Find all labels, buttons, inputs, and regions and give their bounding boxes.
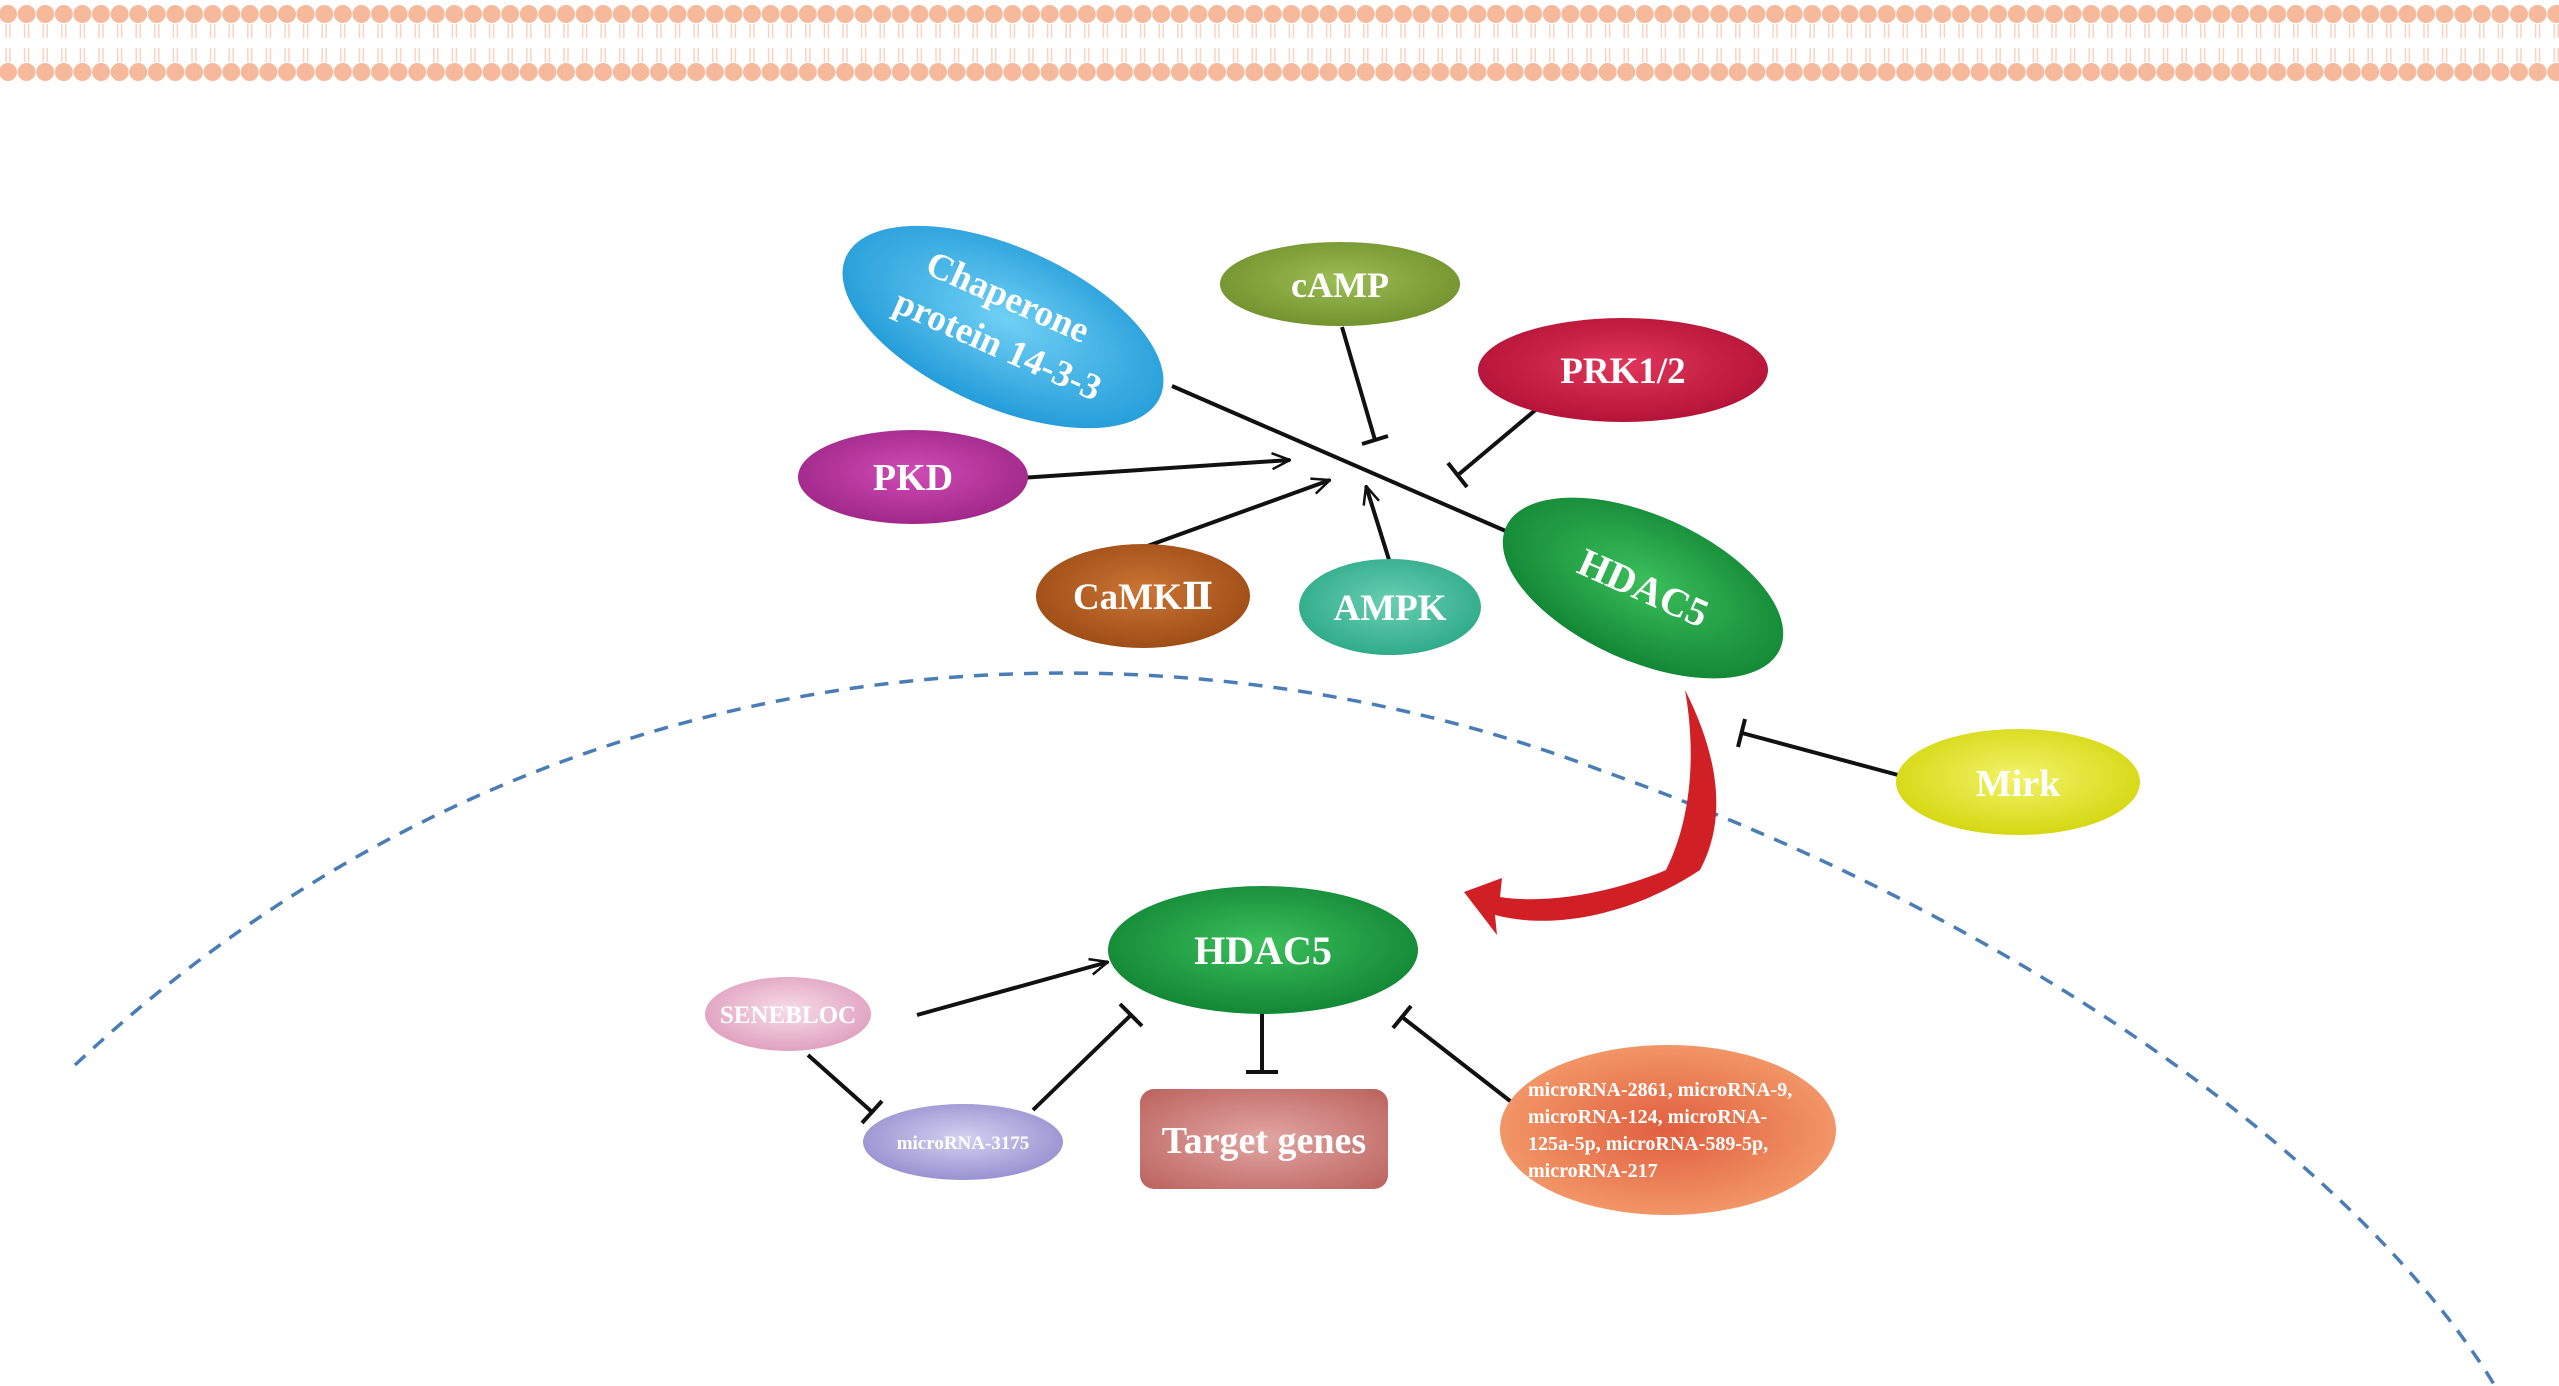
node-camk: CaMKⅡ — [1036, 544, 1250, 648]
edge-mir3175-hdac5 — [1031, 1013, 1133, 1112]
microrna-3175-label: microRNA-3175 — [897, 1133, 1030, 1154]
edge-ampk-activate — [1366, 486, 1392, 564]
translocation-arrow-curve — [1464, 870, 1700, 935]
node-senebloc: SENEBLOC — [705, 977, 871, 1051]
edge-senebloc-activate — [916, 962, 1108, 1017]
edge-camp-tbar — [1361, 434, 1389, 446]
edge-mirk-tbar — [1736, 718, 1747, 748]
ampk-label: AMPK — [1333, 588, 1446, 629]
cell-membrane — [0, 5, 2559, 81]
edges — [806, 326, 1899, 1125]
node-hdac5-cytoplasm: HDAC5 — [1502, 497, 1784, 679]
pkd-label: PKD — [873, 457, 953, 499]
node-chaperone: Chaperone protein 14-3-3 — [842, 225, 1164, 429]
microrna-list-line3: 125a-5p, microRNA-589-5p, — [1528, 1133, 1768, 1155]
node-microrna-list: microRNA-2861, microRNA-9, microRNA-124,… — [1500, 1045, 1836, 1215]
mirk-label: Mirk — [1976, 763, 2061, 805]
node-hdac5-nucleus: HDAC5 — [1108, 886, 1418, 1014]
node-mirk: Mirk — [1896, 729, 2140, 835]
edge-mirlist-hdac5-tbar — [1391, 1004, 1413, 1030]
microrna-list-line2: microRNA-124, microRNA- — [1528, 1106, 1767, 1128]
camp-label: cAMP — [1291, 265, 1389, 305]
node-prk: PRK1/2 — [1478, 318, 1768, 422]
edge-prk-inhibit — [1456, 400, 1547, 477]
prk-label: PRK1/2 — [1560, 351, 1685, 392]
translocation-arrow — [1666, 690, 1717, 870]
edge-mir3175-hdac5-tbar — [1118, 1002, 1144, 1028]
hdac5-nucleus-label: HDAC5 — [1194, 928, 1332, 973]
camk-label: CaMKⅡ — [1073, 577, 1213, 618]
node-camp: cAMP — [1220, 242, 1460, 326]
microrna-list-line4: microRNA-217 — [1528, 1160, 1658, 1182]
edge-camk-activate — [1141, 480, 1330, 550]
node-target-genes: Target genes — [1140, 1089, 1388, 1189]
edge-senebloc-mir3175 — [806, 1053, 874, 1114]
edge-pkd-activate — [1019, 460, 1290, 480]
node-microrna-3175: microRNA-3175 — [863, 1104, 1063, 1180]
edge-chaperone-hdac5 — [1171, 384, 1509, 534]
node-pkd: PKD — [798, 430, 1028, 524]
senebloc-label: SENEBLOC — [720, 1002, 856, 1029]
microrna-list-line1: microRNA-2861, microRNA-9, — [1528, 1079, 1792, 1101]
edge-prk-tbar — [1446, 461, 1469, 489]
edge-mirk-inhibit — [1741, 731, 1899, 777]
nuclear-envelope — [73, 671, 2497, 1386]
target-genes-label: Target genes — [1162, 1120, 1366, 1162]
edge-senebloc-mir3175-tbar — [860, 1099, 884, 1125]
node-ampk: AMPK — [1299, 559, 1481, 655]
edge-camp-inhibit — [1340, 326, 1377, 441]
